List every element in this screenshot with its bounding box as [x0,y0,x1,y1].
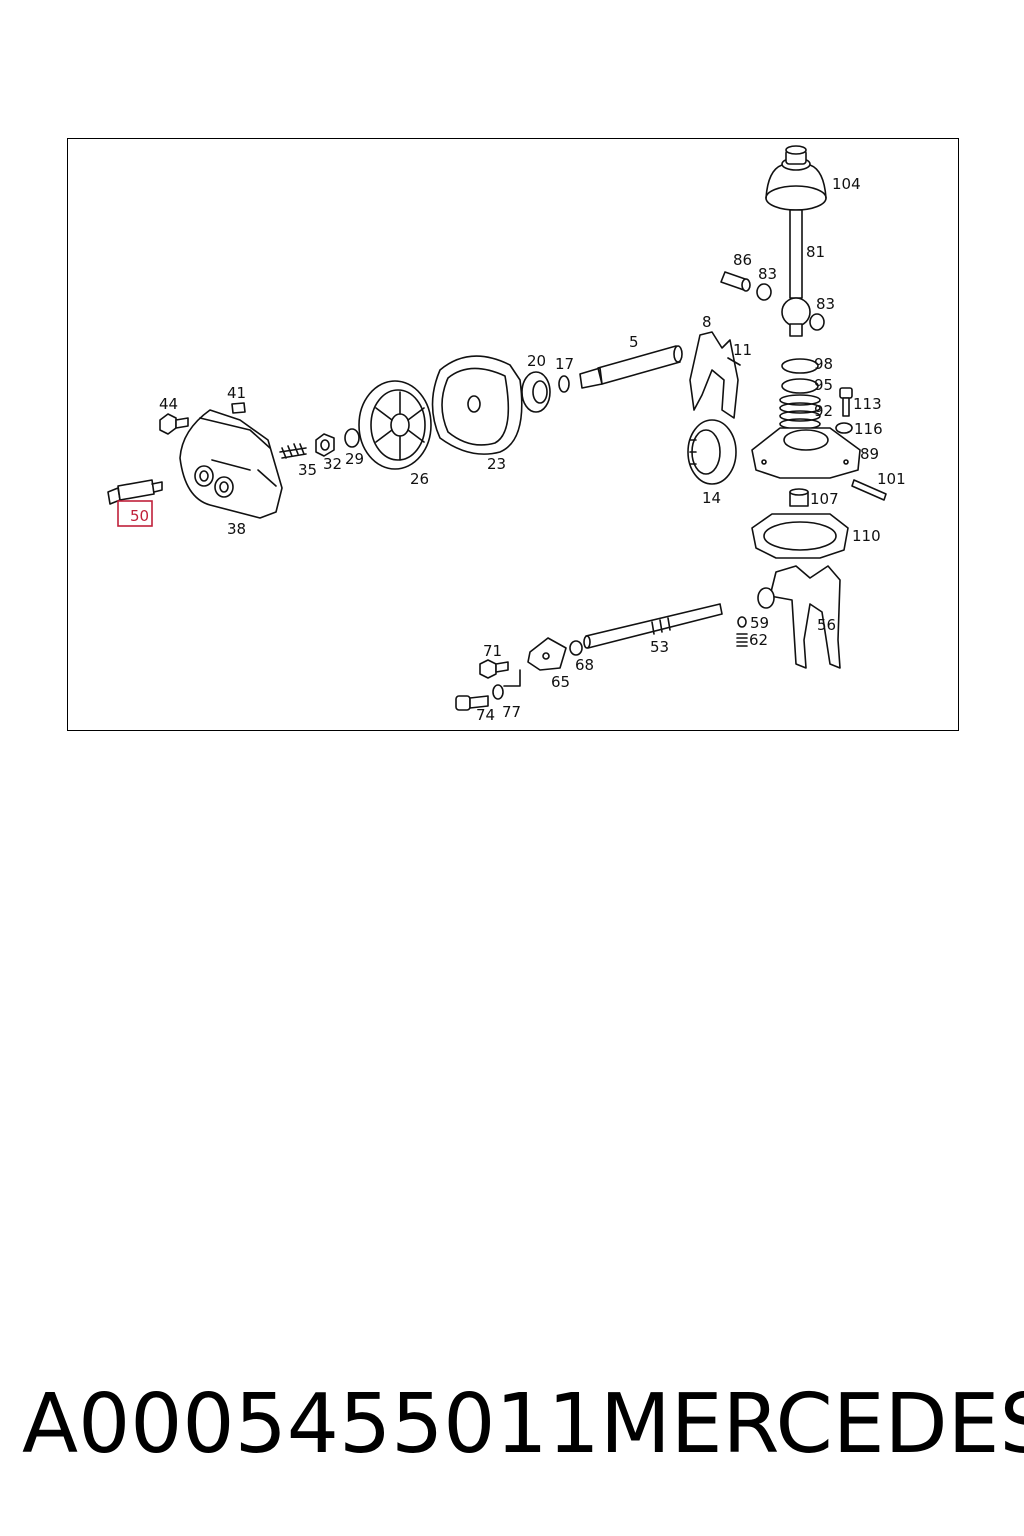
part-83-ring-b[interactable] [809,313,825,331]
label-86[interactable]: 86 [733,251,752,269]
label-95[interactable]: 95 [814,376,833,394]
part-83-ring-a[interactable] [756,283,772,301]
label-17[interactable]: 17 [555,355,574,373]
part-14-synchro-ring[interactable] [687,419,737,485]
label-53[interactable]: 53 [650,638,669,656]
part-77-ring[interactable] [492,684,504,700]
part-11-pin[interactable] [727,357,741,366]
label-92[interactable]: 92 [814,402,833,420]
part-59-ball[interactable] [737,616,747,628]
part-68-washer[interactable] [569,640,583,656]
part-86-pin[interactable] [720,271,751,292]
label-41[interactable]: 41 [227,384,246,402]
part-113-bolt[interactable] [839,387,853,417]
part-5-shaft[interactable] [579,345,683,389]
label-89[interactable]: 89 [860,445,879,463]
part-20-seal[interactable] [521,371,551,413]
part-98-ring[interactable] [781,358,819,374]
part-53-shift-rod[interactable] [583,603,723,649]
label-62[interactable]: 62 [749,631,768,649]
label-50[interactable]: 50 [130,507,149,525]
label-110[interactable]: 110 [852,527,881,545]
part-56-shift-fork[interactable] [757,565,841,669]
exploded-parts-diagram: 50 104 86 83 81 83 8 11 5 20 17 98 95 11… [107,145,906,724]
label-32[interactable]: 32 [323,455,342,473]
part-74-bolt[interactable] [455,695,489,711]
part-23-cover[interactable] [431,355,523,455]
leader-line-65 [503,669,521,687]
part-81-shift-lever[interactable] [781,209,811,337]
part-62-spring[interactable] [736,633,748,647]
label-5[interactable]: 5 [629,333,639,351]
label-20[interactable]: 20 [527,352,546,370]
part-29-washer[interactable] [344,428,360,448]
label-104[interactable]: 104 [832,175,861,193]
part-44-bolt[interactable] [159,413,189,435]
part-65-block[interactable] [527,637,567,671]
label-11[interactable]: 11 [733,341,752,359]
part-104-shift-boot[interactable] [765,145,827,211]
part-71-bolt[interactable] [479,659,509,679]
part-110-gasket[interactable] [751,513,849,559]
label-74[interactable]: 74 [476,706,495,724]
part-116-clip[interactable] [835,422,853,434]
label-38[interactable]: 38 [227,520,246,538]
part-41-pin[interactable] [231,402,246,414]
part-38-housing[interactable] [179,409,283,519]
highlight-box-50 [117,500,153,527]
label-68[interactable]: 68 [575,656,594,674]
label-26[interactable]: 26 [410,470,429,488]
label-44[interactable]: 44 [159,395,178,413]
part-32-nut[interactable] [315,433,335,457]
brand-name: MERCEDES [600,1377,1024,1472]
part-95-washer[interactable] [781,378,819,394]
label-8[interactable]: 8 [702,313,712,331]
label-29[interactable]: 29 [345,450,364,468]
label-14[interactable]: 14 [702,489,721,507]
part-107-bushing[interactable] [789,488,809,507]
label-101[interactable]: 101 [877,470,906,488]
label-83-a[interactable]: 83 [758,265,777,283]
label-83-b[interactable]: 83 [816,295,835,313]
label-71[interactable]: 71 [483,642,502,660]
part-caption: A0005455011 MERCEDES [0,1370,1024,1480]
label-81[interactable]: 81 [806,243,825,261]
part-101-pin[interactable] [851,479,887,501]
label-65[interactable]: 65 [551,673,570,691]
part-35-spring[interactable] [279,443,307,459]
label-98[interactable]: 98 [814,355,833,373]
part-50-switch[interactable] [107,479,163,505]
label-23[interactable]: 23 [487,455,506,473]
part-26-spoked-plate[interactable] [358,380,432,470]
part-89-base-plate[interactable] [751,427,861,479]
label-59[interactable]: 59 [750,614,769,632]
label-56[interactable]: 56 [817,616,836,634]
label-107[interactable]: 107 [810,490,839,508]
part-number: A0005455011 [22,1377,600,1472]
label-116[interactable]: 116 [854,420,883,438]
part-8-shift-fork[interactable] [689,331,739,419]
part-17-ring[interactable] [558,375,570,393]
part-92-spring[interactable] [779,394,821,430]
label-113[interactable]: 113 [853,395,882,413]
label-35[interactable]: 35 [298,461,317,479]
label-77[interactable]: 77 [502,703,521,721]
